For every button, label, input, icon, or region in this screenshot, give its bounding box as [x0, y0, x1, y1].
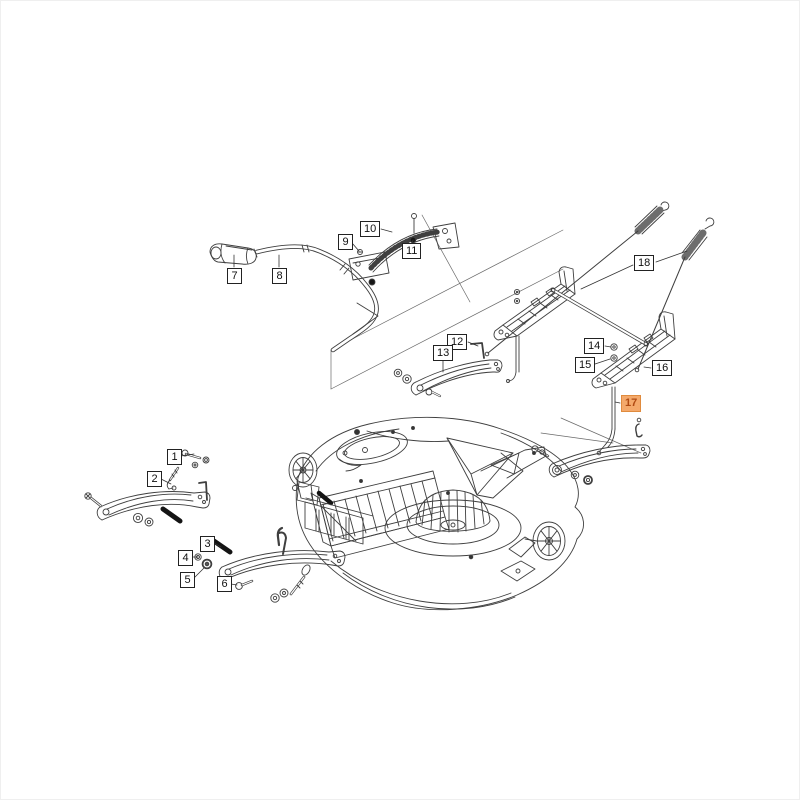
part-callout-15[interactable]: 15: [575, 357, 596, 373]
part-callout-9[interactable]: 9: [338, 234, 353, 250]
leader-lines: [160, 228, 688, 586]
left-adjuster-rail: [493, 266, 576, 383]
cross-rod: [550, 287, 649, 347]
bottom-lever-arm: [194, 531, 346, 603]
part-callout-1[interactable]: 1: [167, 449, 182, 465]
part-callout-11[interactable]: 11: [402, 243, 422, 259]
part-callout-3[interactable]: 3: [200, 536, 215, 552]
right-adjuster-rail: [591, 311, 676, 389]
mower-deck-drawing: [276, 416, 584, 611]
part-callout-16[interactable]: 16: [652, 360, 673, 376]
middle-lever-arm: [393, 342, 503, 398]
right-tension-spring: [634, 217, 715, 373]
part-callout-8[interactable]: 8: [272, 268, 287, 284]
part-callout-5[interactable]: 5: [180, 572, 195, 588]
right-lever-arm: [531, 444, 651, 485]
part-callout-6[interactable]: 6: [217, 576, 232, 592]
part-callout-2[interactable]: 2: [147, 471, 162, 487]
part-callout-4[interactable]: 4: [178, 550, 193, 566]
left-wheel: [288, 452, 318, 502]
reference-lines: [330, 214, 642, 454]
part-callout-14[interactable]: 14: [584, 338, 605, 354]
part-callout-17[interactable]: 17: [621, 395, 642, 412]
part-callout-7[interactable]: 7: [227, 268, 242, 284]
right-wheel: [508, 521, 566, 561]
left-lever-arm: [84, 449, 211, 527]
part-callout-13[interactable]: 13: [433, 345, 454, 361]
handlebar-assembly: [209, 243, 379, 353]
part-callout-18[interactable]: 18: [634, 255, 655, 271]
part-callout-10[interactable]: 10: [360, 221, 381, 237]
